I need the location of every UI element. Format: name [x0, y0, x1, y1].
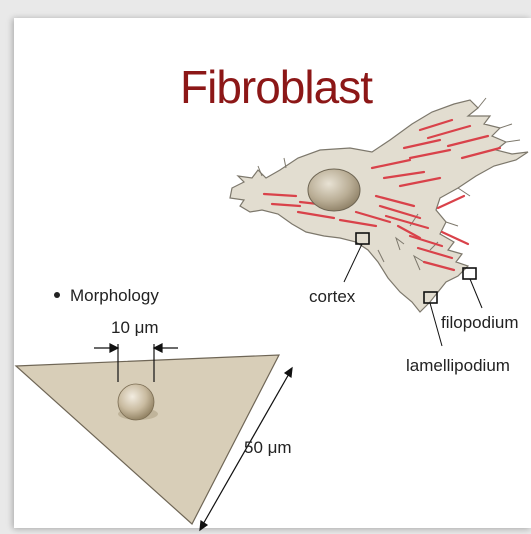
substrate-triangle	[16, 355, 279, 524]
bullet-morphology: Morphology	[54, 286, 159, 306]
label-length-scale: 50 μm	[244, 438, 292, 458]
filopodium-leader	[470, 279, 482, 308]
nucleus	[308, 169, 360, 211]
label-filopodium: filopodium	[441, 313, 519, 333]
round-cell-sphere	[118, 384, 154, 420]
slide-title: Fibroblast	[180, 60, 372, 114]
bullet-dot	[54, 292, 60, 298]
fibroblast-cell	[230, 98, 528, 312]
label-lamellipodium: lamellipodium	[406, 356, 510, 376]
label-cortex: cortex	[309, 287, 355, 307]
label-width-scale: 10 μm	[111, 318, 159, 338]
substrate-model	[16, 344, 292, 530]
cortex-leader	[344, 244, 362, 282]
bullet-text: Morphology	[70, 286, 159, 305]
